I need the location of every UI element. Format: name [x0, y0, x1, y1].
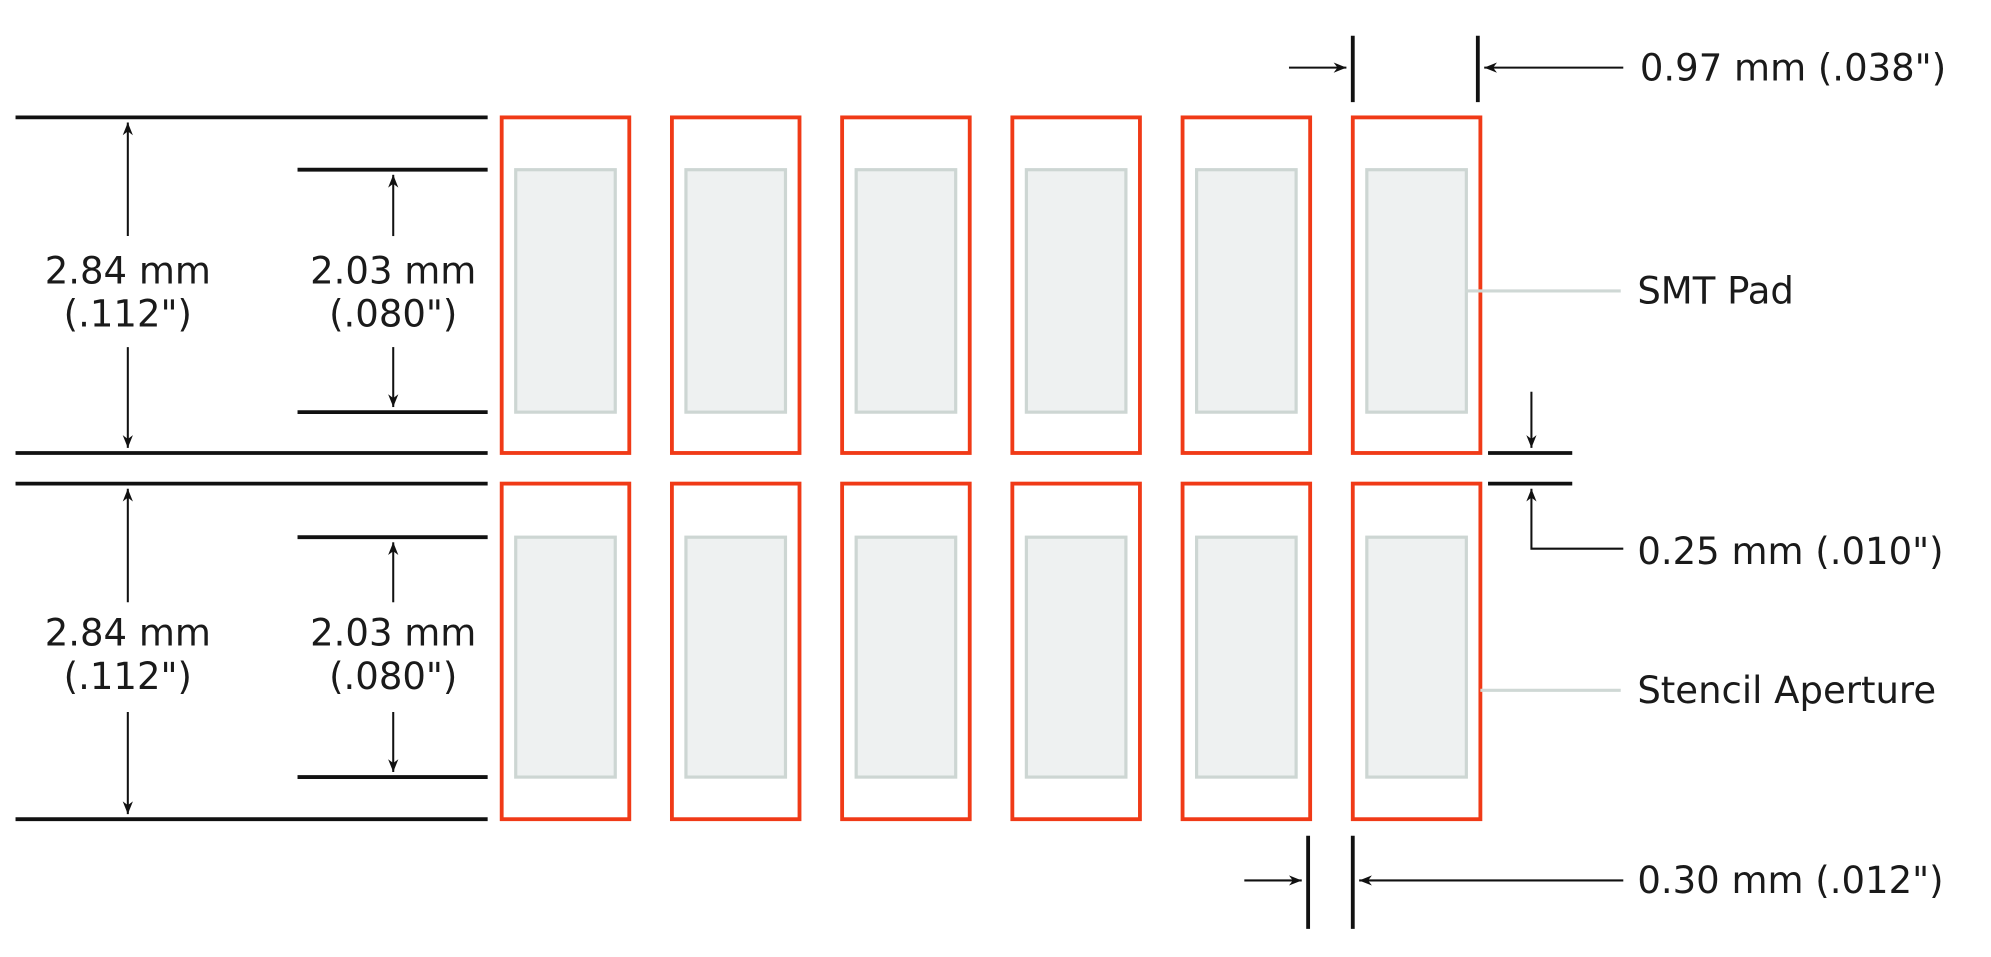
smt-pad-callout: SMT Pad	[1465, 270, 1794, 313]
aperture-length-inch: (.112")	[64, 293, 192, 336]
smt-pad	[1024, 535, 1128, 779]
aperture-length-dimension-top: 2.84 mm (.112")	[45, 122, 211, 448]
aperture-length-inch: (.112")	[64, 655, 192, 698]
stencil-aperture	[1350, 481, 1483, 822]
pad-length-mm: 2.03 mm	[310, 612, 476, 655]
stencil-aperture	[840, 115, 972, 455]
smt-pad	[854, 535, 958, 779]
smt-pad	[1195, 535, 1298, 779]
smt-pad	[514, 168, 617, 414]
smt-pad	[684, 535, 788, 779]
stencil-aperture	[669, 481, 802, 822]
smt-pad	[1195, 168, 1298, 414]
row-gap-label: 0.25 mm (.010")	[1637, 530, 1943, 573]
stencil-aperture-callout: Stencil Aperture	[1480, 669, 1936, 712]
smt-pad-label: SMT Pad	[1637, 270, 1794, 313]
stencil-aperture	[1350, 115, 1483, 455]
aperture-length-mm: 2.84 mm	[45, 249, 211, 292]
left-reference-lines	[15, 115, 488, 822]
smt-pad	[1365, 535, 1468, 779]
pad-length-dimension-top: 2.03 mm (.080")	[310, 174, 476, 408]
pitch-label: 0.97 mm (.038")	[1640, 46, 1946, 89]
smt-pad	[1024, 168, 1128, 414]
pitch-dimension: 0.97 mm (.038")	[1288, 35, 1946, 103]
smt-pad	[1365, 168, 1468, 414]
stencil-aperture	[1180, 481, 1313, 822]
aperture-gap-label: 0.30 mm (.012")	[1637, 859, 1943, 902]
stencil-aperture-label: Stencil Aperture	[1637, 669, 1936, 712]
smt-pad	[514, 535, 617, 779]
stencil-aperture	[499, 115, 632, 455]
aperture-gap-dimension: 0.30 mm (.012")	[1244, 835, 1944, 929]
smt-pad	[684, 168, 788, 414]
stencil-aperture	[1180, 115, 1313, 455]
stencil-aperture	[840, 481, 972, 822]
pad-length-mm: 2.03 mm	[310, 249, 476, 292]
aperture-length-dimension-bottom: 2.84 mm (.112")	[45, 488, 211, 815]
aperture-length-mm: 2.84 mm	[45, 612, 211, 655]
pad-length-dimension-bottom: 2.03 mm (.080")	[310, 542, 476, 772]
smt-pad	[854, 168, 958, 414]
stencil-aperture	[1010, 115, 1142, 455]
pad-length-inch: (.080")	[329, 293, 457, 336]
pad-length-inch: (.080")	[329, 655, 457, 698]
stencil-aperture	[1010, 481, 1142, 822]
pad-grid	[499, 115, 1483, 822]
stencil-aperture	[499, 481, 632, 822]
row-gap-dimension: 0.25 mm (.010")	[1488, 391, 1944, 573]
stencil-aperture	[669, 115, 802, 455]
